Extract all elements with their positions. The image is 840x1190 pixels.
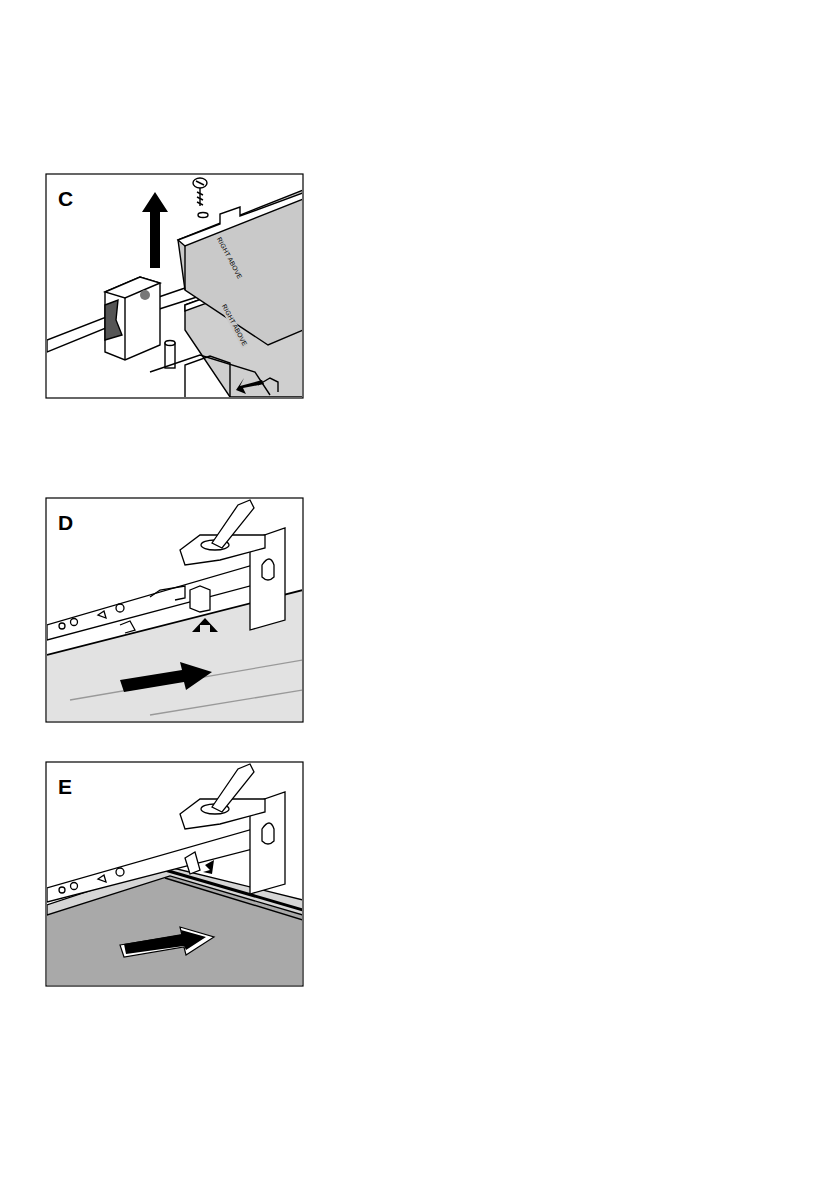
panel-e-drawing: [47, 764, 302, 985]
sheet-marking: RIGHT ABOVE: [220, 302, 248, 348]
panel-d-drawing: [47, 500, 302, 721]
panel-letter: E: [58, 776, 72, 797]
panel-c-drawing: [47, 178, 302, 397]
panel-letter: D: [58, 512, 73, 533]
panel-letter: C: [58, 188, 73, 209]
sheet-marking: RIGHT ABOVE: [215, 235, 243, 281]
